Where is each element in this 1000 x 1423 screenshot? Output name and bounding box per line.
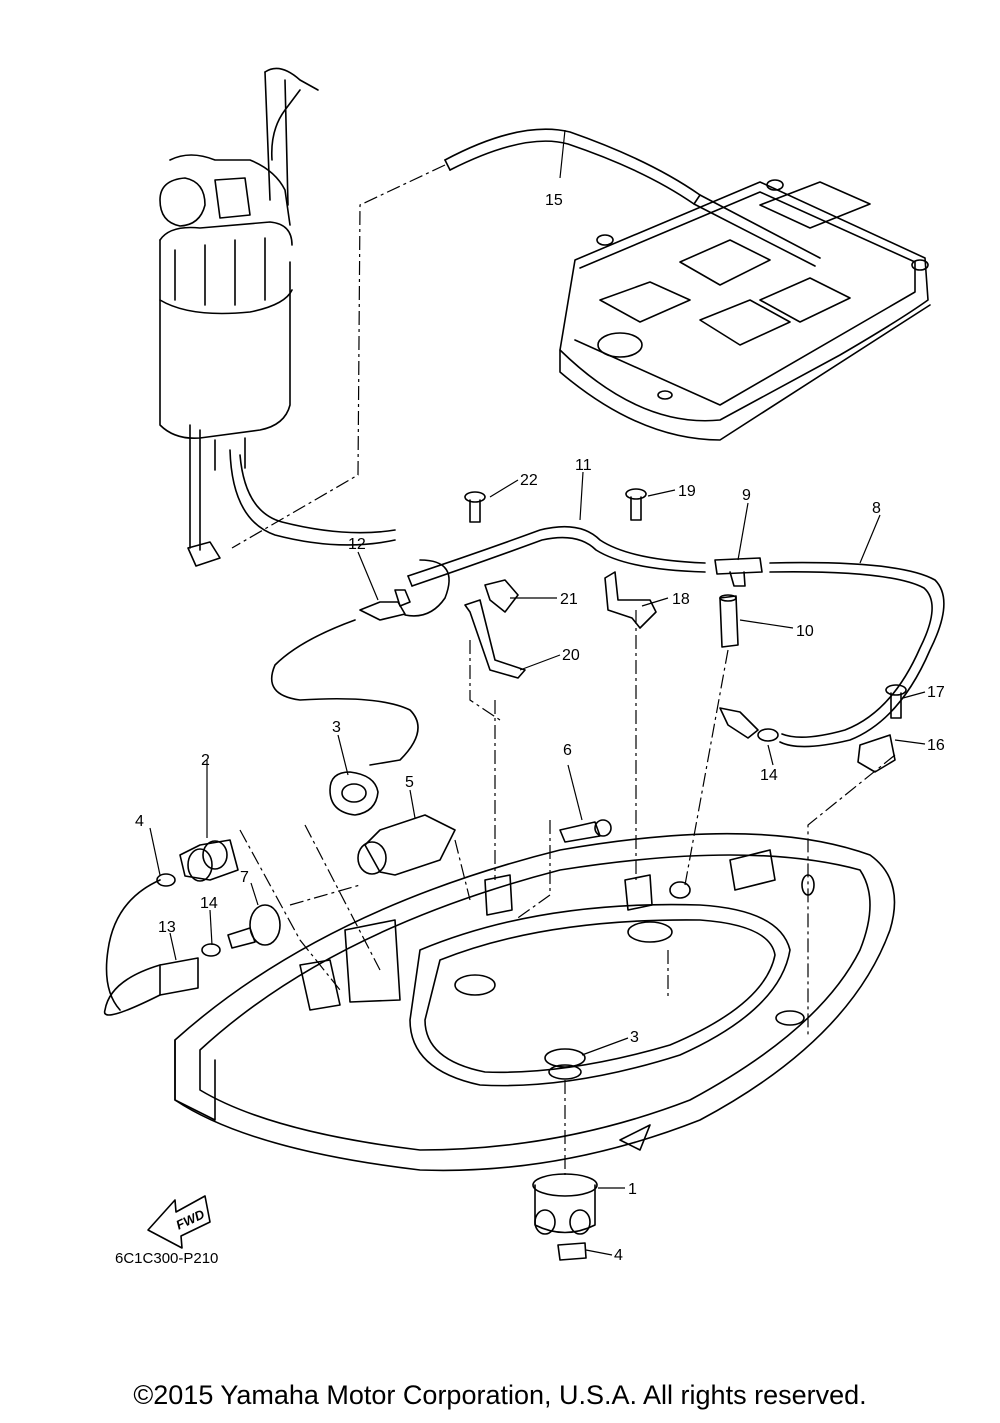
callout-2: 2: [201, 752, 210, 769]
callout-17: 17: [927, 684, 945, 701]
callout-9: 9: [742, 487, 751, 504]
connector-5: [357, 814, 456, 876]
bracket-20: [464, 599, 526, 679]
callout-12: 12: [348, 536, 366, 553]
callout-14-left: 14: [200, 895, 218, 912]
hose-13: [103, 879, 199, 1016]
joint-9: [714, 557, 763, 587]
callout-6: 6: [563, 742, 572, 759]
bolt-19: [625, 488, 647, 521]
bottom-cowling: [174, 832, 896, 1172]
fwd-arrow: FWD: [147, 1195, 211, 1249]
upper-casing-assembly: [559, 179, 931, 441]
callout-leaders: [149, 129, 926, 1256]
callout-18: 18: [672, 591, 690, 608]
callout-3-lower: 3: [630, 1029, 639, 1046]
copyright-notice: ©2015 Yamaha Motor Corporation, U.S.A. A…: [133, 1380, 867, 1410]
callout-22: 22: [520, 472, 538, 489]
clamp-4-left: [156, 873, 176, 887]
callout-4-bottom: 4: [614, 1247, 623, 1264]
callout-13: 13: [158, 919, 176, 936]
hose-11: [407, 525, 706, 587]
grommet-3-lower: [544, 1048, 586, 1080]
callout-10: 10: [796, 623, 814, 640]
clamp-16: [857, 734, 896, 773]
hose-8: [769, 561, 945, 748]
screw-6: [559, 819, 612, 843]
grommet-3-upper: [329, 771, 379, 816]
callout-numbers: 15 11 22 19 9 8 12 21 18 10 20 17 16 14 …: [135, 192, 945, 1264]
callout-14-right: 14: [760, 767, 778, 784]
fitting-1: [532, 1173, 598, 1235]
bolt-22: [464, 491, 486, 523]
callout-21: 21: [560, 591, 578, 608]
clip-21: [484, 579, 519, 613]
hose-10: [719, 594, 739, 648]
clamp-14-left: [201, 943, 221, 957]
callout-11: 11: [575, 457, 592, 474]
hose-15: [231, 128, 821, 549]
callout-20: 20: [562, 647, 580, 664]
plug-7: [227, 904, 281, 949]
hose-12: [270, 559, 450, 766]
callout-3-upper: 3: [332, 719, 341, 736]
assembly-lines: [239, 610, 896, 1175]
clamp-4-bottom: [557, 1242, 587, 1261]
bracket-18: [604, 571, 657, 629]
clamp-14-right: [719, 707, 779, 742]
callout-16: 16: [927, 737, 945, 754]
callout-8: 8: [872, 500, 881, 517]
callout-7: 7: [240, 869, 249, 886]
callout-5: 5: [405, 774, 414, 791]
callout-4-left: 4: [135, 813, 144, 830]
callout-19: 19: [678, 483, 696, 500]
drawing-code: 6C1C300-P210: [115, 1250, 218, 1267]
callout-1: 1: [628, 1181, 637, 1198]
callout-15: 15: [545, 192, 563, 209]
bolt-17: [885, 684, 907, 719]
vapor-separator-assembly: [159, 67, 396, 567]
grommet-2: [179, 839, 239, 882]
